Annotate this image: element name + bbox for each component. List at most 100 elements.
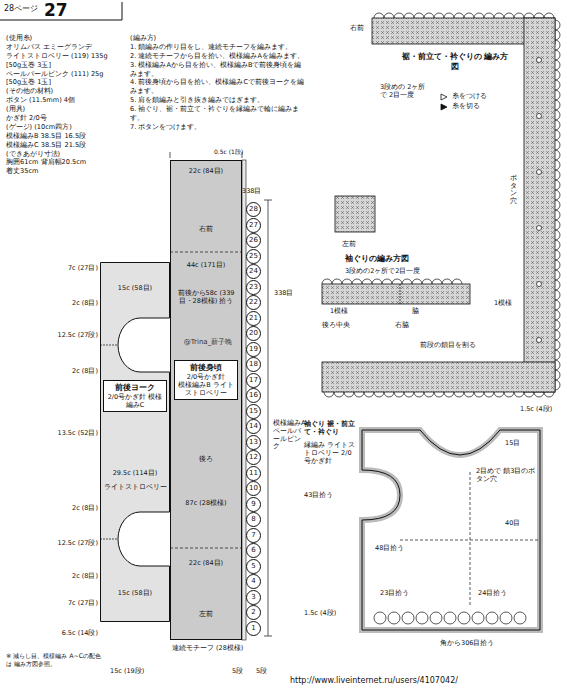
scallop-edging — [322, 13, 560, 624]
spec-line: 5. 肩を鎖編みと引き抜き編みではぎます。 — [130, 96, 308, 105]
motif-circle: 15 — [246, 404, 261, 419]
spec-line: ボタン (11.5mm) 4個 — [6, 96, 128, 105]
dimension-label: 左前 — [342, 240, 356, 248]
spec-line: 着丈35cm — [6, 167, 128, 176]
motif-circle: 1 — [246, 621, 261, 636]
dimension-label: 7c (27目) — [48, 600, 98, 608]
left-front-corner — [335, 196, 375, 232]
legend-symbol — [440, 103, 449, 111]
panel-outline — [100, 262, 170, 622]
dimension-label: 左前 — [173, 610, 239, 618]
buttonhole — [537, 114, 542, 119]
dimension-label: 5段 — [256, 668, 267, 676]
motif-outline — [514, 612, 526, 624]
buttonhole — [537, 282, 542, 287]
dimension-label: 13.5c (52目) — [48, 430, 98, 438]
spec-line: (用具) — [6, 105, 128, 114]
watermark: http://www.liveinternet.ru/users/4107042… — [290, 676, 458, 686]
motif-circle: 17 — [246, 373, 261, 388]
spec-line: 6. 袖ぐり、裾・前立て・衿ぐりを縁編みで輪に編みます。 — [130, 105, 308, 123]
dimension-label: 右前 — [350, 24, 364, 32]
dimension-label: 2c (8目) — [48, 300, 98, 308]
spec-line: 4. 前後身頃から目を拾い、模様編みCで前後ヨークを編みます。 — [130, 78, 308, 96]
dimension-line — [264, 200, 272, 636]
motif-number: 28 — [249, 206, 258, 213]
spec-line: オリムパス エミーグランデ — [6, 43, 128, 52]
dimension-label: 338目 — [274, 290, 293, 298]
dimension-label: 15c (58目) — [103, 590, 167, 598]
motif-circle: 25 — [246, 249, 261, 264]
motif-number: 18 — [249, 361, 258, 368]
yoke-panel: 前後ヨーク2/0号かぎ針 模様編みC — [100, 262, 170, 622]
hem-band — [322, 362, 555, 392]
edging-band — [362, 430, 540, 630]
dimension-label: 87c (28模様) — [173, 500, 239, 508]
heading-label: 裾・前立て・衿ぐりの 編み方図 — [400, 52, 510, 71]
motif-number: 21 — [249, 315, 258, 322]
motif-outline — [458, 612, 470, 624]
spec-line: 模様編みB 38.5目 16.5段 — [6, 132, 128, 141]
spec-line: かぎ針 2/0号 — [6, 114, 128, 123]
spec-line: 7. ボタンをつけます。 — [130, 123, 308, 132]
dimension-label: 前段の鎖目を割る — [420, 342, 476, 350]
dimension-label: 15c (58目) — [103, 285, 167, 293]
dimension-label: 5段 — [232, 668, 243, 676]
dimension-label: 15c (19段) — [110, 668, 144, 676]
dimension-label: 12.5c (27段) — [48, 332, 98, 340]
motif-number: 19 — [249, 346, 258, 353]
dimension-label: 12.5c (27段) — [48, 540, 98, 548]
spec-line: (できあがり寸法) — [6, 150, 128, 159]
motif-circle: 5 — [246, 559, 261, 574]
motif-number: 22 — [249, 299, 258, 306]
dimension-label: 48目拾う — [375, 545, 404, 553]
dimension-label: 2c (8目) — [48, 505, 98, 513]
motif-number: 17 — [249, 377, 258, 384]
spec-line: [50g玉巻 1玉] — [6, 78, 128, 87]
motif-number: 26 — [249, 237, 258, 244]
motif-number: 9 — [251, 501, 255, 508]
dimension-label: ※ 減らし目、模様編み A~Cの配色は 編み方図参照。 — [6, 652, 102, 667]
motif-outline — [430, 612, 442, 624]
motif-number: 10 — [249, 485, 258, 492]
heading-label: 袖ぐり 裾・前立て・衿ぐり — [304, 420, 358, 437]
motif-outline — [444, 612, 456, 624]
legend-row: 糸をつける — [440, 92, 487, 102]
dimension-label: 22c (84目) — [173, 168, 239, 176]
spec-line: (ゲージ) (10cm四方) — [6, 123, 128, 132]
motif-number: 4 — [251, 578, 255, 585]
dimension-label: 15目 — [505, 440, 520, 448]
dimension-label: 脇 — [412, 308, 419, 316]
motif-number: 11 — [249, 470, 258, 477]
legend-symbol — [440, 93, 449, 101]
legend-text: 糸をつける — [452, 92, 487, 102]
spec-line: 模様編みC 38.5目 21.5段 — [6, 141, 128, 150]
buttonhole — [537, 58, 542, 63]
spec-line: 2. 連続モチーフから目を拾い、模様編みAを編みます。 — [130, 52, 308, 61]
text-column: (使用糸)オリムパス エミーグランデライトストロベリー (119) 135g[5… — [6, 34, 128, 176]
dimension-label: 角から306目拾う — [440, 640, 494, 648]
dimension-label: ライトストロベリー — [103, 484, 167, 492]
body-outline — [171, 161, 242, 640]
dimension-label: 連続モチーフ (28模様) — [172, 645, 243, 653]
motif-number: 20 — [249, 330, 258, 337]
side-line — [170, 252, 242, 548]
yoke-outline — [101, 263, 170, 622]
motif-circle: 9 — [246, 497, 261, 512]
motif-number: 7 — [251, 532, 255, 539]
motif-circle: 2 — [246, 605, 261, 620]
join-yarn-mark — [441, 94, 447, 100]
motif-circle: 14 — [246, 419, 261, 434]
heading-label: 袖ぐりの編み方図 — [345, 254, 409, 264]
motif-number: 15 — [249, 408, 258, 415]
panel-label-box: 前後身頃2/0号かぎ針模様編みB ライトストロベリー — [174, 360, 238, 400]
motif-circle: 10 — [246, 481, 261, 496]
motif-circle: 28 — [246, 202, 261, 217]
motif-circle: 8 — [246, 512, 261, 527]
section-heading: (編み方) — [130, 34, 308, 43]
motif-circle: 26 — [246, 233, 261, 248]
motif-number: 14 — [249, 423, 258, 430]
panel-title: 前後ヨーク — [105, 383, 165, 393]
motif-number: 6 — [251, 547, 255, 554]
dimension-label: 1模様 — [494, 300, 512, 308]
